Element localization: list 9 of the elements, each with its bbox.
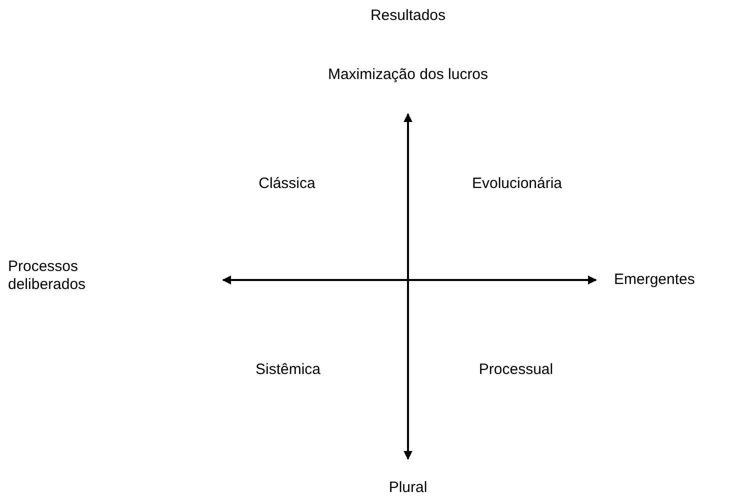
axis-label: Plural [388,479,428,496]
quadrant-label: Clássica [258,175,316,193]
axis-label: Emergentes [614,271,695,289]
axis-label: Resultados [370,7,446,25]
quadrant-label: Processual [478,361,554,379]
quadrant-label: Evolucionária [472,175,562,193]
quadrant-label: Sistêmica [255,361,321,379]
axis-label: Maximização dos lucros [328,66,488,84]
axis-label: Processos deliberados [8,258,87,294]
